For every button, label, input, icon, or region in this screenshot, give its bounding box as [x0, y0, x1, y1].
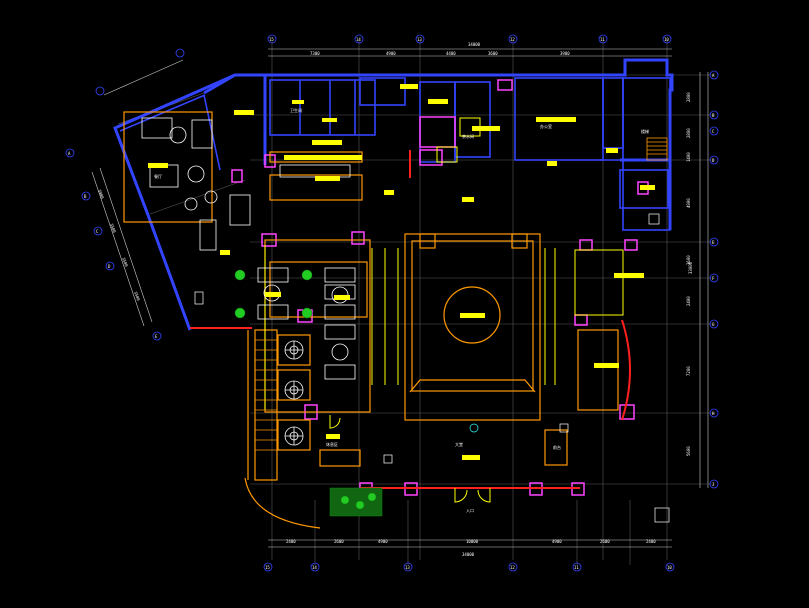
grid-bubble-labels-left: A B C D E — [68, 151, 158, 339]
dimension-lines — [91, 48, 709, 548]
bubble-top-6: 10 — [664, 37, 669, 42]
bubble-left-1: A — [68, 151, 71, 156]
dim-right-6: 2400 — [686, 296, 691, 306]
dimension-texts-bottom: 34000 2400 2600 4900 10000 4900 2600 240… — [286, 539, 656, 557]
yellow-linework — [264, 117, 624, 410]
dim-bottom-6: 2600 — [600, 539, 610, 544]
grid-bubbles-right — [709, 70, 719, 489]
bubble-right-6: F — [712, 276, 715, 281]
dim-right-7: 7200 — [686, 366, 691, 376]
grid-bubbles-bottom — [263, 562, 675, 572]
dimension-texts-left-wing: 3900 3500 3500 3500 — [97, 189, 141, 302]
grid-bubble-labels-right: A B C D E F G H J — [712, 73, 715, 487]
room-labels: 大堂 前台 休息区 卫生间 办公室 茶水间 楼梯 入口 餐厅 — [154, 107, 649, 513]
dim-bottom-3: 4900 — [378, 539, 388, 544]
bubble-left-2: B — [84, 194, 87, 199]
grid-bubbles-left — [65, 48, 185, 341]
dim-bottom-5: 4900 — [552, 539, 562, 544]
plants — [234, 269, 383, 517]
bubble-bottom-4: 12 — [510, 565, 515, 570]
dim-bottom-total: 34000 — [462, 552, 475, 557]
room-label-entrance: 入口 — [466, 508, 474, 513]
misc-symbols — [194, 213, 670, 523]
dim-top-total: 34000 — [468, 42, 481, 47]
room-label-dining: 餐厅 — [154, 173, 162, 179]
bubble-bottom-2: 14 — [312, 565, 317, 570]
room-label-reception: 前台 — [553, 444, 561, 450]
dim-right-total: 33000 — [688, 261, 693, 274]
bubble-left-3: C — [96, 229, 99, 234]
bubble-bottom-3: 13 — [405, 565, 410, 570]
dim-top-3: 4400 — [446, 51, 456, 56]
bubble-bottom-6: 10 — [667, 565, 672, 570]
dimension-texts-right: 33000 2800 2800 1400 4900 3600 2400 7200… — [686, 92, 693, 456]
dim-right-2: 2800 — [686, 128, 691, 138]
bubble-top-5: 11 — [600, 37, 605, 42]
bubble-top-4: 12 — [510, 37, 515, 42]
dim-left-1: 3900 — [97, 189, 105, 200]
dim-bottom-2: 2600 — [334, 539, 344, 544]
room-label-tea: 茶水间 — [462, 133, 474, 139]
room-label-office: 办公室 — [540, 123, 552, 129]
grid-bubble-labels-top: 15 14 13 12 11 10 — [269, 37, 669, 42]
atrium-and-furniture — [123, 111, 619, 529]
bubble-right-7: G — [712, 322, 715, 327]
room-label-toilet: 卫生间 — [290, 107, 302, 113]
bubble-right-4: D — [712, 158, 715, 163]
entrance-doors — [329, 415, 491, 503]
dim-top-4: 3600 — [488, 51, 498, 56]
dim-right-4: 4900 — [686, 198, 691, 208]
dim-right-8: 5600 — [686, 446, 691, 456]
bubble-left-4: D — [108, 264, 111, 269]
dimension-texts-top: 34000 7300 4900 4400 3600 3900 — [310, 42, 570, 56]
red-walls — [190, 150, 631, 489]
bubble-right-8: H — [712, 411, 715, 416]
dim-bottom-1: 2400 — [286, 539, 296, 544]
bubble-right-3: C — [712, 129, 715, 134]
dim-right-1: 2800 — [686, 92, 691, 102]
dim-right-5: 3600 — [686, 255, 691, 265]
dim-top-1: 7300 — [310, 51, 320, 56]
grid-bubble-labels-bottom: 15 14 13 12 11 10 — [265, 565, 672, 570]
dim-left-4: 3500 — [133, 291, 141, 302]
dim-left-3: 3500 — [121, 257, 129, 268]
bubble-top-1: 15 — [269, 37, 274, 42]
bubble-top-2: 14 — [356, 37, 361, 42]
room-label-stairs: 楼梯 — [641, 128, 649, 134]
grid-bubbles-top — [267, 34, 672, 44]
bubble-bottom-5: 11 — [574, 565, 579, 570]
round-tables — [284, 340, 304, 446]
dim-bottom-4: 10000 — [466, 539, 479, 544]
bubble-top-3: 13 — [417, 37, 422, 42]
dim-top-5: 3900 — [560, 51, 570, 56]
room-label-lobby: 大堂 — [455, 441, 463, 447]
yellow-text-blocks — [148, 84, 655, 460]
bubble-right-2: B — [712, 113, 715, 118]
bubble-left-5: E — [155, 334, 158, 339]
bubble-right-9: J — [712, 482, 714, 487]
dim-top-2: 4900 — [386, 51, 396, 56]
dim-bottom-7: 2400 — [646, 539, 656, 544]
bubble-right-1: A — [712, 73, 715, 78]
bubble-bottom-1: 15 — [265, 565, 270, 570]
room-label-lounge: 休息区 — [326, 441, 338, 447]
dim-left-2: 3500 — [109, 223, 117, 234]
dim-right-3: 1400 — [686, 152, 691, 162]
stairs — [255, 137, 668, 451]
bubble-right-5: E — [712, 240, 715, 245]
